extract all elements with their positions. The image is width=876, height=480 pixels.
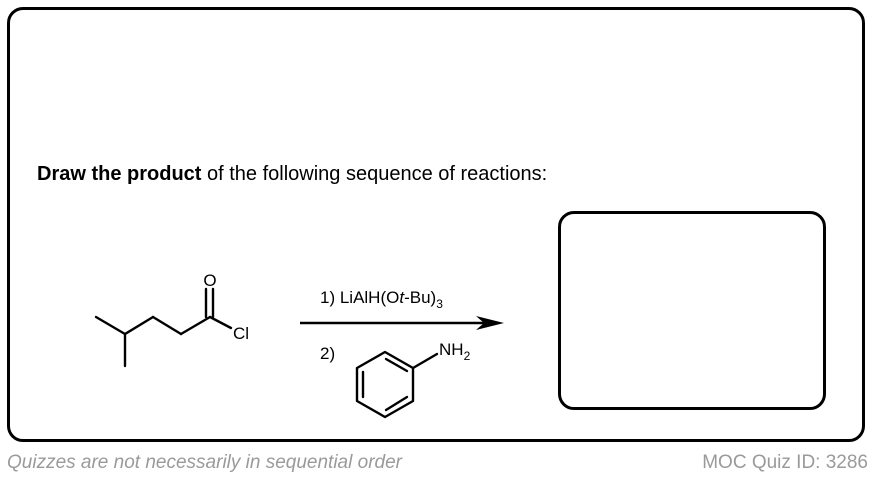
bond [123, 315, 155, 336]
bond [151, 315, 183, 336]
answer-box[interactable] [558, 211, 826, 410]
reaction-arrow [300, 316, 504, 330]
question-prompt: Draw the product of the following sequen… [37, 161, 547, 187]
c-n-bond [411, 352, 439, 370]
reagent-step-2-label: 2) [320, 344, 335, 363]
aromatic-double-bond [384, 357, 409, 373]
question-emphasis: Draw the product [37, 163, 202, 185]
bond [179, 315, 212, 336]
chlorine-label: Cl [233, 324, 249, 343]
reagent-step-1: 1) LiAlH(Ot-Bu)3 [320, 288, 443, 311]
reactant-structure [94, 287, 233, 368]
aromatic-double-bond [384, 395, 409, 412]
footer-note: Quizzes are not necessarily in sequentia… [7, 452, 402, 473]
bond [208, 315, 233, 330]
benzene-ring [355, 350, 415, 419]
oxygen-label: O [203, 271, 216, 290]
question-text: of the following sequence of reactions: [201, 163, 548, 185]
quiz-id: MOC Quiz ID: 3286 [702, 452, 868, 473]
aniline-structure [355, 350, 439, 419]
amine-label: NH2 [439, 340, 471, 363]
bond [94, 315, 127, 336]
